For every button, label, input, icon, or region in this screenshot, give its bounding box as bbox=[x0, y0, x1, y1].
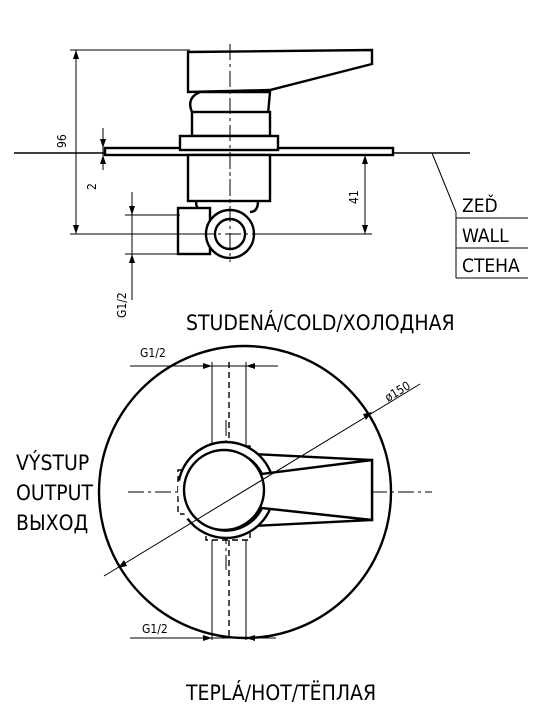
output-label-en: OUTPUT bbox=[16, 481, 93, 505]
wall-label-en: WALL bbox=[462, 225, 509, 247]
output-label-cz: VÝSTUP bbox=[16, 450, 89, 475]
thread-bottom: G1/2 bbox=[142, 622, 168, 636]
thread-top: G1/2 bbox=[140, 346, 166, 360]
front-view: STUDENÁ/COLD/ХОЛОДНАЯ TEPLÁ/HOT/TËПЛАЯ V… bbox=[16, 310, 455, 705]
cold-label: STUDENÁ/COLD/ХОЛОДНАЯ bbox=[186, 310, 455, 335]
handle-lever bbox=[186, 48, 374, 94]
output-label-ru: ВЫХОД bbox=[16, 511, 88, 535]
dim-41: 41 bbox=[347, 190, 361, 204]
dim-2: 2 bbox=[85, 183, 99, 190]
valve-body-lower bbox=[186, 153, 272, 203]
handle-hub bbox=[182, 448, 266, 532]
wall-label-ru: СТЕНА bbox=[462, 255, 520, 277]
side-view: 96 2 41 G1/2 ZEĎ WALL СТЕНА bbox=[14, 44, 528, 318]
hot-label: TEPLÁ/HOT/TËПЛАЯ bbox=[185, 680, 376, 705]
dim-96: 96 bbox=[55, 134, 69, 148]
valve-flange bbox=[178, 134, 280, 152]
diameter-label: ø150 bbox=[382, 378, 413, 404]
valve-body-upper bbox=[190, 110, 272, 138]
dim-thread-side: G1/2 bbox=[115, 292, 129, 318]
wall-label-cz: ZEĎ bbox=[462, 194, 498, 217]
